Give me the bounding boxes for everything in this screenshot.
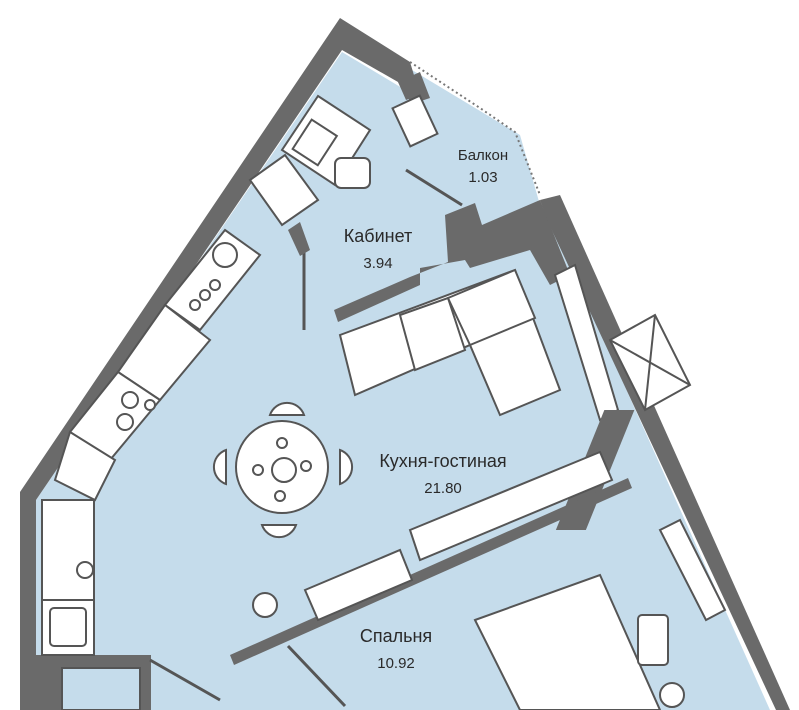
wall-balcony xyxy=(398,72,430,104)
wall-column xyxy=(334,200,570,322)
sofa xyxy=(338,268,562,417)
room-area: 3.94 xyxy=(363,255,393,272)
kabinet-wall-stub xyxy=(288,222,310,256)
room-area: 10.92 xyxy=(377,655,415,672)
bedroom-furniture xyxy=(252,548,685,710)
window-balcony xyxy=(391,94,439,148)
floor-area xyxy=(36,52,770,710)
dining-table xyxy=(212,401,354,539)
room-area: 21.80 xyxy=(424,480,462,497)
kitchen-counter xyxy=(41,228,262,656)
door-kabinet-balcony xyxy=(405,168,463,207)
bath-fixture xyxy=(61,667,141,710)
partition-wall xyxy=(230,478,632,665)
balcony-railing xyxy=(409,61,541,196)
desk xyxy=(248,94,372,227)
room-label-kabinet: Кабинет 3.94 xyxy=(344,225,412,275)
room-name: Кухня-гостиная xyxy=(379,451,507,471)
tv-stand xyxy=(408,450,614,562)
room-label-bedroom: Спальня 10.92 xyxy=(360,625,432,675)
room-area: 1.03 xyxy=(468,169,498,186)
door-bedroom xyxy=(286,644,347,708)
room-label-balcony: Балкон 1.03 xyxy=(458,145,508,189)
room-name: Спальня xyxy=(359,626,433,646)
door-bath xyxy=(149,658,221,702)
outer-wall-right xyxy=(540,195,790,710)
room-label-kitchen-living: Кухня-гостиная 21.80 xyxy=(379,450,506,500)
room-name: Кабинет xyxy=(343,226,413,246)
outside-unit xyxy=(608,313,692,412)
room-name: Балкон xyxy=(457,147,509,164)
window-right-2 xyxy=(658,518,727,622)
